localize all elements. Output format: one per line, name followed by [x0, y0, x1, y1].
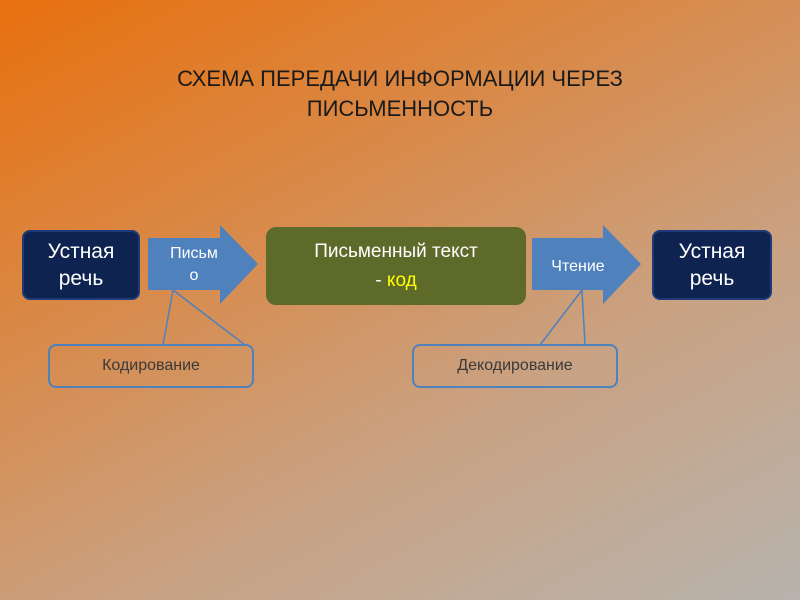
- callout-decoding: Декодирование: [412, 344, 618, 388]
- connector-left-1: [162, 289, 174, 346]
- callout-encoding: Кодирование: [48, 344, 254, 388]
- node-oral-speech-left: Устная речь: [22, 230, 140, 300]
- title-line-1: СХЕМА ПЕРЕДАЧИ ИНФОРМАЦИИ ЧЕРЕЗ: [177, 66, 623, 91]
- title-line-2: ПИСЬМЕННОСТЬ: [306, 96, 494, 121]
- arrow-left-shape: [148, 225, 258, 304]
- node-center-line-1: Письменный текст: [314, 241, 478, 262]
- diagram-title: СХЕМА ПЕРЕДАЧИ ИНФОРМАЦИИ ЧЕРЕЗ ПИСЬМЕНН…: [0, 64, 800, 124]
- arrow-left-line-2: о: [189, 267, 199, 284]
- node-oral-speech-right: Устная речь: [652, 230, 772, 300]
- node-left-line-2: речь: [58, 267, 104, 290]
- arrow-left-line-1: Письм: [170, 245, 218, 262]
- connector-right-1: [539, 289, 583, 346]
- connector-right-2: [581, 289, 586, 346]
- arrow-left-label: Письм о: [158, 243, 230, 287]
- node-center-code: код: [386, 270, 417, 291]
- arrow-right-label: Чтение: [551, 258, 605, 275]
- connector-left-2: [172, 289, 246, 346]
- node-written-text: Письменный текст - код: [266, 227, 526, 305]
- node-center-line-2: - код: [314, 266, 478, 295]
- node-left-line-1: Устная: [47, 240, 115, 263]
- node-right-line-1: Устная: [678, 240, 746, 263]
- node-right-line-2: речь: [689, 267, 735, 290]
- node-center-dash: -: [375, 270, 387, 291]
- arrow-right-shape: [532, 225, 641, 304]
